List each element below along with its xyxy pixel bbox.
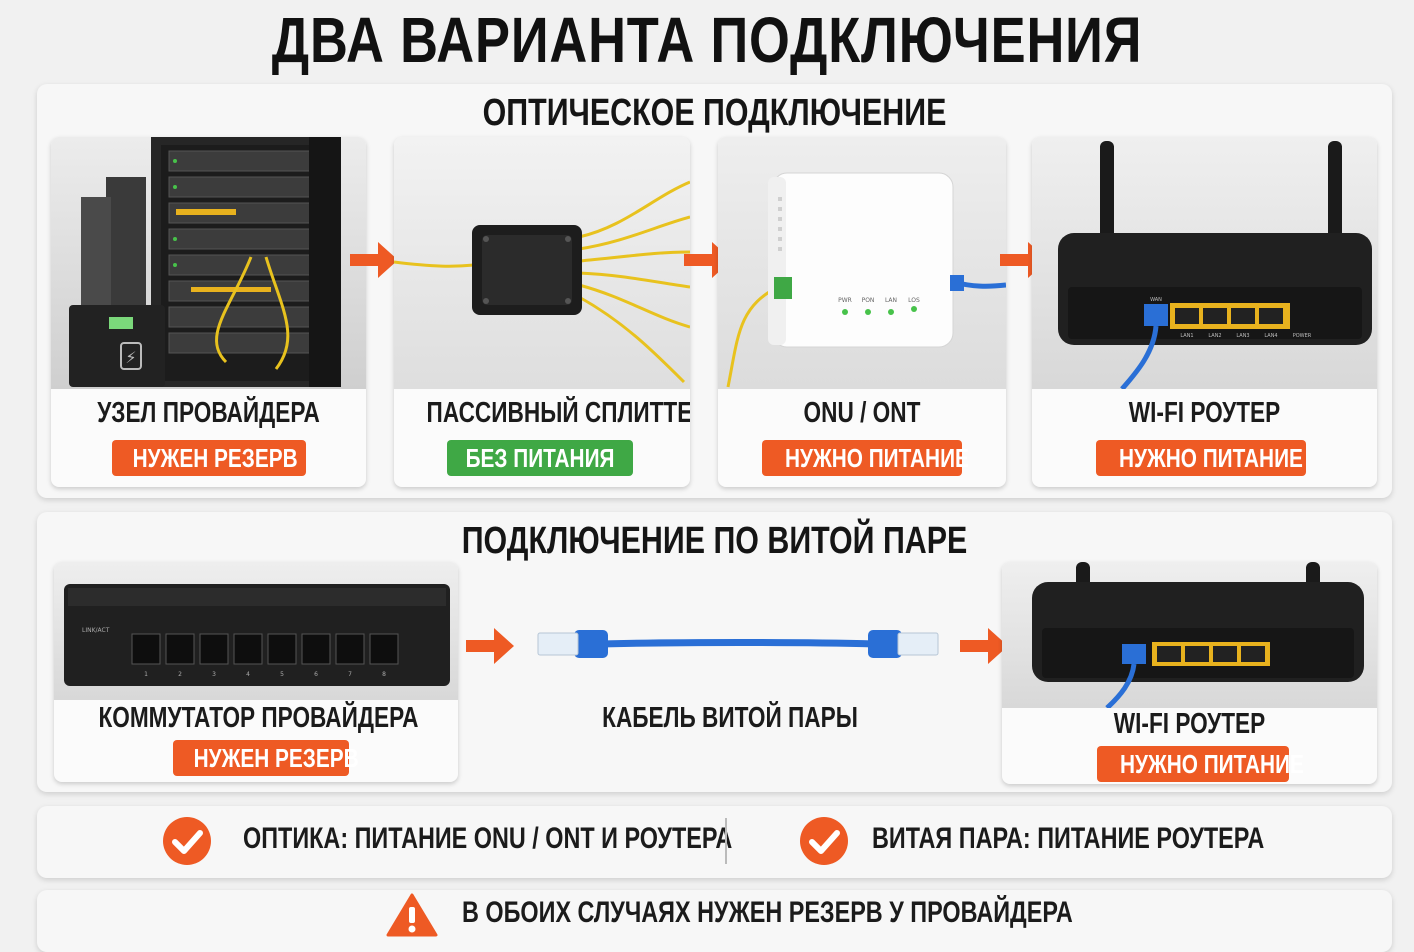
- card-wifi-router-twisted: WI-FI РОУТЕР НУЖНО ПИТАНИЕ: [1002, 562, 1377, 784]
- optical-section-title: ОПТИЧЕСКОЕ ПОДКЛЮЧЕНИЕ: [482, 92, 947, 134]
- card-onu-ont: PWR PON LAN LOS ONU / ONT НУЖНО ПИТАНИЕ: [718, 137, 1006, 487]
- router-port-label: LAN2: [1208, 333, 1221, 339]
- router-wan-label: WAN: [1150, 297, 1162, 303]
- twisted-pair-section-title: ПОДКЛЮЧЕНИЕ ПО ВИТОЙ ПАРЕ: [461, 520, 968, 562]
- status-badge: НУЖНО ПИТАНИЕ: [762, 440, 969, 476]
- arrow-right-icon: [350, 242, 398, 278]
- switch-port-label: 5: [280, 671, 284, 678]
- server-rack-icon: ⚡: [69, 137, 341, 387]
- switch-port-label: 8: [382, 671, 386, 678]
- ethernet-cable-icon: [537, 630, 939, 658]
- router-port-label: LAN4: [1264, 333, 1277, 339]
- summary-divider: [725, 818, 727, 864]
- arrow-right-icon: [466, 628, 514, 664]
- card-label: ПАССИВНЫЙ СПЛИТТЕР: [426, 397, 690, 429]
- card-label: WI-FI РОУТЕР: [1113, 708, 1266, 740]
- status-badge: НУЖЕН РЕЗЕРВ: [112, 440, 306, 476]
- arrow-right-icon: [960, 628, 1008, 664]
- router-port-label: LAN1: [1180, 333, 1193, 339]
- router-icon: WAN LAN1 LAN2 LAN3 LAN4 POWER: [1058, 141, 1372, 391]
- server-rack-image: ⚡: [51, 137, 366, 389]
- onu-led-label: LOS: [908, 297, 920, 304]
- card-label: КОММУТАТОР ПРОВАЙДЕРА: [98, 702, 419, 734]
- summary-bar: [37, 806, 1392, 878]
- router-power-label: POWER: [1293, 333, 1312, 339]
- onu-led-label: PON: [862, 297, 875, 304]
- ups-battery-icon: ⚡: [125, 348, 136, 367]
- check-circle-icon: [800, 817, 848, 865]
- switch-port-label: 1: [144, 671, 148, 678]
- switch-port-label: 6: [314, 671, 318, 678]
- card-label: УЗЕЛ ПРОВАЙДЕРА: [97, 397, 320, 429]
- splitter-image: [394, 137, 690, 389]
- router-port-label: LAN3: [1236, 333, 1249, 339]
- router-icon: [1032, 562, 1364, 710]
- card-passive-splitter: ПАССИВНЫЙ СПЛИТТЕР БЕЗ ПИТАНИЯ: [394, 137, 690, 487]
- switch-port-label: 2: [178, 671, 182, 678]
- status-badge: НУЖНО ПИТАНИЕ: [1096, 440, 1306, 476]
- onu-led-label: PWR: [838, 297, 852, 304]
- onu-device-icon: PWR PON LAN LOS: [726, 172, 1006, 388]
- card-label: ONU / ONT: [803, 397, 921, 429]
- status-badge: НУЖНО ПИТАНИЕ: [1097, 746, 1304, 782]
- switch-status-label: LINK/ACT: [82, 627, 110, 634]
- card-provider-node: ⚡ УЗЕЛ ПРОВАЙДЕРА НУЖЕН РЕЗЕРВ: [51, 137, 366, 487]
- switch-port-label: 7: [348, 671, 352, 678]
- onu-led-label: LAN: [885, 297, 897, 304]
- switch-image: LINK/ACT 1 2 3 4 5 6 7 8: [54, 562, 458, 700]
- splitter-icon: [394, 180, 690, 384]
- summary-optical: ОПТИКА: ПИТАНИЕ ONU / ONT И РОУТЕРА: [243, 822, 733, 855]
- twisted-pair-cable: [530, 600, 950, 690]
- cable-label: КАБЕЛЬ ВИТОЙ ПАРЫ: [602, 702, 858, 734]
- card-provider-switch: LINK/ACT 1 2 3 4 5 6 7 8 КОММУТАТОР ПРОВ…: [54, 562, 458, 782]
- router-image: [1002, 562, 1377, 710]
- warning-triangle-icon: [386, 893, 438, 937]
- summary-twisted: ВИТАЯ ПАРА: ПИТАНИЕ РОУТЕРА: [872, 822, 1265, 855]
- status-badge: НУЖЕН РЕЗЕРВ: [173, 740, 359, 776]
- switch-port-label: 3: [212, 671, 216, 678]
- warning-text: В ОБОИХ СЛУЧАЯХ НУЖЕН РЕЗЕРВ У ПРОВАЙДЕР…: [462, 896, 1073, 929]
- card-label: WI-FI РОУТЕР: [1128, 397, 1281, 429]
- onu-image: PWR PON LAN LOS: [718, 137, 1006, 389]
- warning-bar: [37, 890, 1392, 952]
- router-image: WAN LAN1 LAN2 LAN3 LAN4 POWER: [1032, 137, 1377, 391]
- check-circle-icon: [163, 817, 211, 865]
- switch-port-label: 4: [246, 671, 250, 678]
- network-switch-icon: LINK/ACT 1 2 3 4 5 6 7 8: [64, 584, 450, 686]
- status-badge: БЕЗ ПИТАНИЯ: [447, 440, 633, 476]
- card-wifi-router: WAN LAN1 LAN2 LAN3 LAN4 POWER WI-FI РОУТ…: [1032, 137, 1377, 487]
